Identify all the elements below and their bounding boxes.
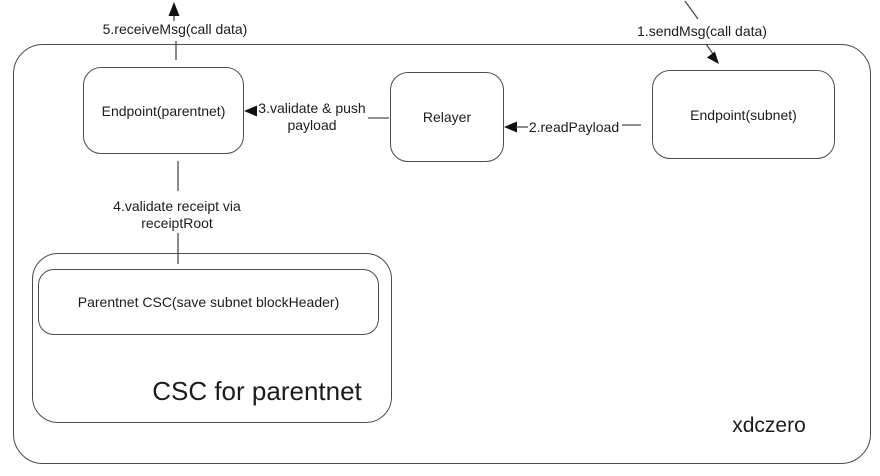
node-relayer-label: Relayer	[422, 109, 472, 125]
edge-label-validate-push: 3.validate & push payload	[258, 100, 366, 133]
node-endpoint-parentnet: Endpoint(parentnet)	[83, 67, 244, 154]
node-relayer: Relayer	[390, 72, 504, 162]
node-endpoint-parentnet-label: Endpoint(parentnet)	[101, 102, 226, 119]
edge-label-send-msg: 1.sendMsg(call data)	[637, 23, 767, 39]
node-endpoint-subnet: Endpoint(subnet)	[652, 70, 835, 159]
node-parentnet-csc: Parentnet CSC(save subnet blockHeader)	[38, 269, 379, 335]
xdczero-boundary-label: xdczero	[732, 414, 806, 437]
node-parentnet-csc-label: Parentnet CSC(save subnet blockHeader)	[77, 294, 340, 310]
edge-label-read-payload: 2.readPayload	[528, 119, 620, 135]
edge-label-receive-msg: 5.receiveMsg(call data)	[102, 21, 248, 37]
edge-label-validate-receipt: 4.validate receipt via receiptRoot	[113, 198, 241, 231]
node-endpoint-subnet-label: Endpoint(subnet)	[690, 106, 797, 123]
csc-group-title: CSC for parentnet	[152, 376, 362, 406]
